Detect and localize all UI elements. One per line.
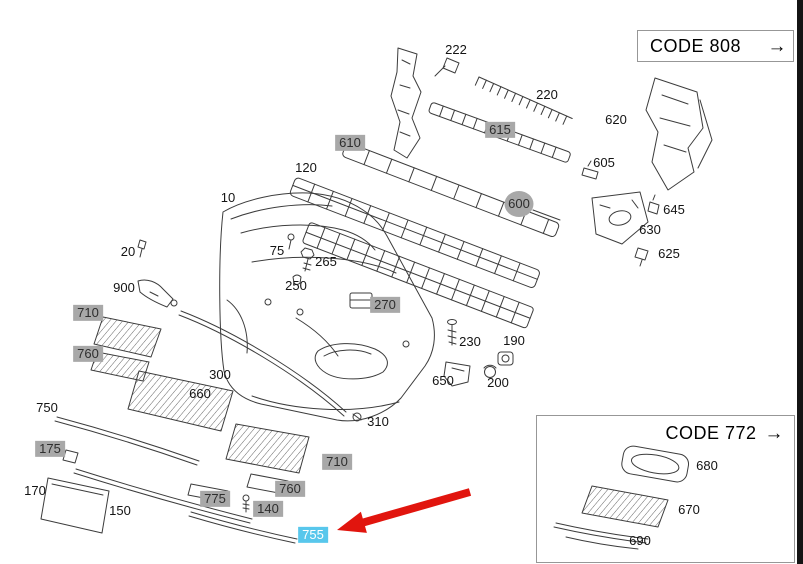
part-drawing-plate-170 [40, 477, 110, 534]
part-label-610[interactable]: 610 [335, 134, 365, 152]
part-label-150[interactable]: 150 [109, 502, 131, 518]
part-label-750[interactable]: 750 [36, 399, 58, 415]
code-808-label: CODE 808 [650, 35, 742, 56]
part-label-230[interactable]: 230 [459, 333, 481, 349]
part-label-760[interactable]: 760 [275, 480, 305, 498]
part-label-625[interactable]: 625 [658, 245, 680, 261]
part-label-645[interactable]: 645 [663, 201, 685, 217]
part-drawing-clip-645 [647, 194, 660, 215]
part-drawing-bracket-630 [591, 191, 649, 245]
part-label-10[interactable]: 10 [220, 189, 236, 205]
code-772-label: CODE 772 [665, 423, 757, 443]
part-label-710[interactable]: 710 [73, 304, 103, 322]
part-label-200[interactable]: 200 [487, 374, 509, 390]
part-label-300[interactable]: 300 [209, 366, 231, 382]
part-drawing-bar-120 [289, 177, 540, 288]
part-label-710[interactable]: 710 [322, 453, 352, 471]
part-label-140[interactable]: 140 [253, 500, 283, 518]
part-drawing-strip-755 [188, 511, 298, 544]
part-label-615[interactable]: 615 [485, 121, 515, 139]
part-label-220[interactable]: 220 [536, 86, 558, 102]
part-label-175[interactable]: 175 [35, 440, 65, 458]
part-drawing-strip-150 [73, 468, 253, 524]
leader-line-600 [532, 209, 561, 221]
part-label-190[interactable]: 190 [503, 332, 525, 348]
part-drawing-strip-750 [54, 416, 200, 466]
part-label-270[interactable]: 270 [370, 296, 400, 314]
highlight-arrow [337, 488, 472, 533]
part-drawing-bolt-75 [287, 233, 295, 250]
part-label-680[interactable]: 680 [696, 457, 718, 473]
part-drawing-grille-710-left [93, 316, 162, 358]
right-arrow-icon: → [767, 35, 787, 57]
scrollbar[interactable] [797, 0, 803, 564]
part-label-20[interactable]: 20 [120, 243, 136, 259]
part-drawing-sensor-190 [497, 351, 514, 366]
part-label-600[interactable]: 600 [504, 191, 534, 217]
part-drawing-bumper-cover [219, 192, 435, 422]
part-drawing-screw-20 [137, 239, 147, 258]
part-drawing-screw-230 [447, 319, 457, 346]
part-drawing-bolt-265 [300, 247, 315, 272]
part-label-755[interactable]: 755 [298, 526, 328, 544]
part-drawing-clip-625 [634, 247, 649, 267]
part-drawing-bracket-620 [645, 77, 713, 191]
part-drawing-grille-660 [127, 370, 310, 474]
part-drawing-bracket-650 [443, 361, 471, 387]
part-label-775[interactable]: 775 [200, 490, 230, 508]
part-label-265[interactable]: 265 [315, 253, 337, 269]
part-drawing-screw-140 [242, 494, 250, 513]
part-drawing-upper-bracket [390, 47, 460, 159]
part-drawing-cover-680 [621, 445, 690, 483]
part-drawing-ring-200 [483, 364, 497, 378]
code-808-box[interactable]: CODE 808 → [637, 30, 794, 62]
code-772-box[interactable]: CODE 772 → [536, 415, 795, 563]
part-label-690[interactable]: 690 [629, 532, 651, 548]
part-label-620[interactable]: 620 [605, 111, 627, 127]
part-label-605[interactable]: 605 [593, 154, 615, 170]
part-label-170[interactable]: 170 [24, 482, 46, 498]
part-label-900[interactable]: 900 [113, 279, 135, 295]
part-label-120[interactable]: 120 [295, 159, 317, 175]
part-label-760[interactable]: 760 [73, 345, 103, 363]
part-label-630[interactable]: 630 [639, 221, 661, 237]
part-drawing-grille-670 [581, 485, 669, 528]
part-label-670[interactable]: 670 [678, 501, 700, 517]
part-drawing-clip-310 [352, 412, 362, 422]
part-label-650[interactable]: 650 [432, 372, 454, 388]
part-drawing-clip-250 [292, 274, 302, 285]
part-drawing-strips-690 [553, 522, 649, 550]
part-drawing-clip-605 [581, 160, 599, 180]
right-arrow-icon: → [764, 423, 784, 444]
part-label-250[interactable]: 250 [285, 277, 307, 293]
part-label-310[interactable]: 310 [367, 413, 389, 429]
part-drawing-nozzle-900 [137, 279, 178, 308]
part-label-660[interactable]: 660 [189, 385, 211, 401]
part-drawing-trim-300 [178, 310, 347, 417]
part-drawing-strip-220 [474, 76, 573, 125]
part-label-222[interactable]: 222 [445, 41, 467, 57]
part-label-75[interactable]: 75 [269, 242, 285, 258]
